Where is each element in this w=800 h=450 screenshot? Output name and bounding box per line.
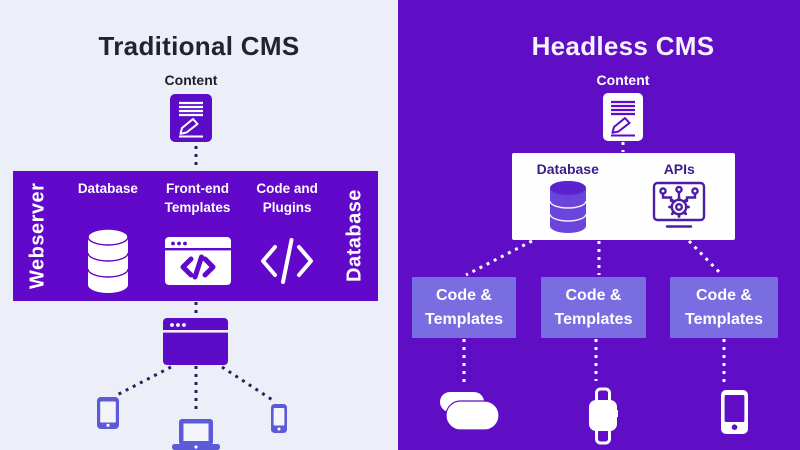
apis-label: APIs xyxy=(663,161,695,177)
vr-headset-icon xyxy=(440,392,499,431)
code-plugins-label: Code and xyxy=(256,181,318,196)
database-label: Database xyxy=(536,161,599,177)
code-plugins-icon xyxy=(261,237,314,284)
content-document-icon xyxy=(603,93,643,141)
database-apis-box: Database APIs xyxy=(512,153,735,240)
webserver-vertical-label: Webserver xyxy=(26,182,49,290)
frontend-templates-icon xyxy=(164,236,231,285)
server-column-database: Database xyxy=(63,171,153,301)
api-box-database-column: Database xyxy=(512,153,624,240)
traditional-cms-title: Traditional CMS xyxy=(98,31,300,61)
content-label-left: Content xyxy=(164,72,218,88)
smartwatch-icon xyxy=(589,387,618,445)
server-column-frontend-templates: Front-end Templates xyxy=(153,171,243,301)
code-templates-box-1: Code & Templates xyxy=(412,277,516,338)
content-document-icon xyxy=(170,94,212,142)
code-templates-box-3: Code & Templates xyxy=(670,277,778,338)
database-vertical-label: Database xyxy=(343,189,366,283)
server-column-code-plugins: Code and Plugins xyxy=(242,171,332,301)
headless-cms-title: Headless CMS xyxy=(531,31,715,61)
database-column-label: Database xyxy=(77,181,138,196)
content-label-right: Content xyxy=(596,72,650,88)
server-box-columns: Database Front-end Templates xyxy=(63,171,332,301)
api-box-apis-column: APIs xyxy=(624,153,736,240)
smartphone-icon xyxy=(721,390,748,434)
laptop-icon xyxy=(172,419,220,450)
browser-window-icon xyxy=(163,318,228,365)
smartphone-icon xyxy=(271,404,287,433)
apis-icon xyxy=(653,181,706,228)
database-icon xyxy=(549,181,587,233)
database-icon xyxy=(87,227,129,293)
frontend-templates-label: Front-end xyxy=(166,181,229,196)
tablet-icon xyxy=(97,397,119,429)
code-templates-box-2: Code & Templates xyxy=(541,277,646,338)
webserver-box: Webserver Database Fro xyxy=(13,171,378,301)
